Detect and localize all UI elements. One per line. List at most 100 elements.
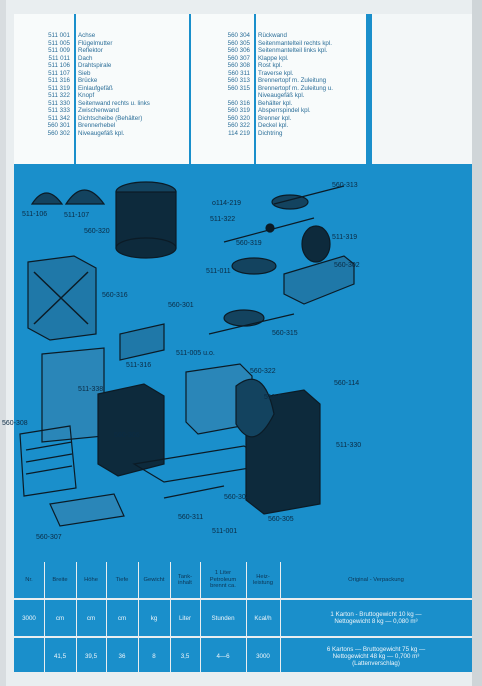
- value-depth: 36: [118, 652, 126, 660]
- label-560-315: 560-315: [272, 330, 298, 337]
- header-packaging: Original - Verpackung: [348, 576, 404, 583]
- part-number: 560 306: [227, 47, 250, 54]
- header-weight: Gewicht: [143, 576, 165, 583]
- part-number: 511 333: [48, 107, 70, 114]
- value-height: 39,5: [84, 652, 98, 660]
- unit-width: cm: [55, 614, 65, 622]
- parts-divider: [189, 14, 191, 164]
- label-560-316: 560-316: [102, 292, 128, 299]
- label-511-106: 511-106: [22, 211, 48, 218]
- burner-pot-part: [271, 194, 309, 210]
- label-560-308: 560-308: [2, 420, 28, 427]
- burner-assembly-part: [223, 309, 265, 327]
- ring-part: [231, 257, 277, 275]
- header-width: Breite: [52, 576, 68, 583]
- part-number: 114 219: [228, 129, 250, 137]
- part-number: 511 009: [48, 47, 70, 54]
- unit-weight: kg: [150, 614, 158, 622]
- parts-divider: [74, 14, 76, 164]
- grate-part: [19, 425, 77, 497]
- part-number: 511 107: [48, 69, 70, 77]
- bracket-part: [119, 323, 165, 361]
- label-511-319: 511-319: [332, 234, 358, 241]
- part-name: Klappe kpl.: [258, 54, 289, 62]
- part-number: 560 301: [47, 122, 70, 129]
- header-nr: Nr.: [25, 576, 33, 583]
- part-number: 560 304: [227, 32, 250, 39]
- part-number: 560 322: [227, 122, 250, 129]
- accent-strip: [366, 14, 372, 164]
- part-name: Sieb: [78, 69, 91, 77]
- unit-depth: cm: [117, 614, 127, 622]
- header-heat-output: Heiz- leistung: [253, 573, 273, 587]
- part-number: 511 011: [48, 54, 70, 62]
- value-weight: 8: [152, 652, 156, 660]
- part-number: [212, 92, 250, 100]
- label-511-009: 511-009: [264, 394, 290, 401]
- part-name: Dichtscheibe (Behälter): [78, 114, 143, 122]
- sieve-part: [30, 192, 64, 205]
- part-number: 560 320: [227, 114, 250, 122]
- label-560-313: 560-313: [332, 182, 358, 189]
- packaging-single: 1 Karton - Bruttogewicht 10 kg — Nettoge…: [330, 611, 422, 625]
- part-number: 560 308: [227, 62, 250, 69]
- value-tank: 3,5: [180, 652, 190, 660]
- part-number: 511 316: [48, 77, 70, 84]
- part-number: 511 001: [48, 32, 70, 39]
- cylinder-part: [301, 225, 331, 263]
- label-560-307: 560-307: [36, 534, 62, 541]
- part-name: Achse: [78, 32, 96, 39]
- part-number: 511 322: [48, 92, 70, 99]
- label-511-001: 511-001: [212, 528, 238, 535]
- label-560-319: 560-319: [236, 240, 262, 247]
- part-name: Knopf: [78, 92, 95, 99]
- table-rule: [14, 598, 472, 600]
- wire-spiral-part: [64, 189, 106, 205]
- value-nr: [14, 638, 44, 674]
- value-burn-time: 4—6: [216, 652, 230, 660]
- part-name: Zwischenwand: [78, 107, 119, 114]
- label-511-338: 511-338: [78, 386, 104, 393]
- part-name: Niveaugefäß kpl.: [78, 129, 125, 137]
- part-name: Behälter kpl.: [258, 99, 293, 107]
- page-edge-right: [472, 0, 482, 686]
- reflector-part: [235, 378, 275, 438]
- label-511-005: 511-005 u.o.: [176, 350, 215, 357]
- part-number: 511 106: [48, 62, 70, 69]
- part-number: 560 319: [227, 107, 250, 114]
- part-number: 560 311: [228, 69, 250, 77]
- part-name: Rost kpl.: [258, 62, 283, 69]
- label-560-114: 560-114: [334, 380, 360, 387]
- part-name: Brennerhebel: [78, 122, 116, 129]
- part-name: Niveaugefäß kpl.: [258, 92, 305, 99]
- level-vessel-part: [283, 255, 355, 305]
- label-560-322: 560-322: [250, 368, 276, 375]
- part-number: 560 307: [227, 54, 250, 62]
- part-name: Brenner kpl.: [258, 114, 292, 122]
- exploded-view-drawing: [19, 181, 355, 527]
- part-name: Seitenwand rechts u. links: [78, 99, 150, 107]
- value-heat-output: 3000: [256, 652, 270, 660]
- unit-nr: 3000: [22, 614, 36, 622]
- part-name: Einlaufgefäß: [78, 84, 113, 92]
- label-560-302: 560-302: [334, 262, 360, 269]
- part-name: Absperrspindel kpl.: [258, 107, 311, 114]
- part-name: Traverse kpl.: [258, 69, 294, 77]
- label-560-320: 560-320: [84, 228, 110, 235]
- unit-tank: Liter: [178, 614, 192, 622]
- packaging-bulk: 6 Kartons — Bruttogewicht 75 kg — Nettog…: [326, 645, 426, 667]
- part-number: 511 330: [48, 99, 70, 107]
- header-tank: Tank- inhalt: [177, 573, 193, 587]
- part-name: Brennertopf m. Zuleitung u.: [258, 84, 333, 92]
- label-511-316: 511-316: [126, 362, 152, 369]
- part-number: 560 315: [227, 84, 250, 92]
- part-name: Dach: [78, 54, 93, 62]
- parts-divider: [254, 14, 256, 164]
- part-name: Flügelmutter: [78, 39, 113, 47]
